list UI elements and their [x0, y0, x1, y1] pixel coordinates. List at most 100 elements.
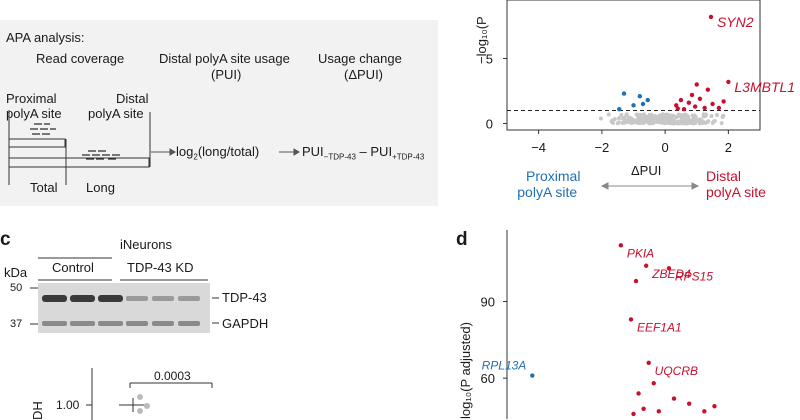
- sig-point: [621, 91, 627, 96]
- sig-point: [617, 107, 622, 112]
- gene-label: RPL13A: [482, 359, 527, 373]
- nonsig-point: [712, 119, 717, 124]
- sig-point: [633, 278, 639, 284]
- nonsig-point: [692, 115, 697, 120]
- y-tick-label: 0: [486, 117, 493, 132]
- nonsig-point: [641, 112, 646, 117]
- nonsig-point: [719, 121, 724, 126]
- sig-point: [656, 409, 661, 414]
- sig-point: [694, 82, 699, 87]
- volcano-xlabel: ΔPUI: [631, 163, 662, 178]
- nonsig-point: [624, 112, 629, 117]
- sig-point: [716, 105, 722, 111]
- sig-point: [666, 266, 672, 271]
- nonsig-point: [661, 112, 666, 117]
- nonsig-point: [706, 119, 711, 124]
- sig-point: [710, 101, 715, 107]
- x-tick-label: −4: [531, 140, 546, 155]
- distal-site-label-2: polyA site: [88, 106, 144, 121]
- sig-point: [692, 104, 698, 109]
- y-tick-label: 90: [481, 295, 495, 310]
- sig-point: [636, 391, 641, 396]
- western-blot: [30, 257, 219, 420]
- sig-point: [686, 100, 692, 105]
- nonsig-point: [643, 117, 648, 122]
- sig-point: [651, 381, 656, 386]
- sig-point: [726, 79, 731, 85]
- y-tick-label: 60: [481, 371, 495, 386]
- control-label: Control: [52, 260, 94, 275]
- gene-label: UQCRB: [655, 364, 698, 378]
- nonsig-point: [598, 116, 603, 121]
- sig-point: [631, 411, 636, 417]
- nonsig-point: [631, 120, 636, 125]
- sig-point: [705, 87, 711, 92]
- apa-title: APA analysis:: [6, 30, 85, 45]
- sig-point: [530, 373, 535, 378]
- nonsig-point: [615, 121, 620, 126]
- nonsig-point: [674, 115, 679, 120]
- nonsig-point: [636, 112, 641, 117]
- sig-point: [628, 317, 634, 322]
- nonsig-point: [664, 112, 669, 117]
- quant-ytick-1: 1.00: [56, 398, 80, 412]
- proximal-site-label-2: polyA site: [6, 106, 62, 121]
- nonsig-point: [677, 114, 682, 119]
- quant-ylabel: DH: [30, 401, 45, 420]
- formula-log: log2(long/total): [176, 144, 260, 162]
- sig-point: [702, 105, 707, 111]
- marker-37: 37: [10, 318, 23, 330]
- sig-point: [675, 106, 680, 111]
- nonsig-point: [621, 120, 626, 125]
- sig-point: [643, 263, 649, 268]
- read-coverage-label: Read coverage: [36, 51, 125, 66]
- sig-point: [641, 406, 646, 411]
- usage-change-label: Usage change: [318, 51, 402, 66]
- panel-d-letter: d: [456, 229, 468, 250]
- nonsig-point: [667, 117, 672, 122]
- sig-point: [686, 401, 692, 406]
- nonsig-point: [647, 113, 652, 118]
- sig-point: [708, 14, 714, 20]
- nonsig-point: [709, 114, 714, 119]
- nonsig-point: [701, 112, 706, 117]
- gene-label: PKIA: [627, 246, 654, 260]
- nonsig-point: [685, 115, 690, 120]
- panel-c-letter: c: [0, 229, 11, 250]
- nonsig-point: [660, 120, 665, 125]
- sig-point: [721, 99, 726, 104]
- sig-point: [637, 94, 643, 99]
- gene-label: SYN2: [717, 14, 754, 30]
- nonsig-point: [697, 121, 702, 126]
- nonsig-point: [638, 120, 643, 125]
- gene-label: RPS15: [675, 269, 713, 283]
- nonsig-point: [619, 113, 624, 118]
- nonsig-point: [609, 119, 614, 124]
- total-label: Total: [30, 180, 58, 195]
- nonsig-point: [720, 115, 725, 120]
- kd-label: TDP-43 KD: [127, 260, 194, 275]
- long-label: Long: [86, 180, 115, 195]
- nonsig-point: [681, 113, 686, 118]
- nonsig-point: [694, 118, 699, 123]
- nonsig-point: [627, 117, 632, 122]
- kda-label: kDa: [4, 265, 28, 280]
- delta-pui-label: (ΔPUI): [344, 67, 384, 82]
- distal-usage-label: Distal polyA site usage: [159, 51, 290, 66]
- pui-label: (PUI): [211, 67, 242, 82]
- sig-point: [702, 409, 707, 414]
- nonsig-point: [676, 121, 681, 126]
- x-tick-label: 2: [725, 140, 732, 155]
- nonsig-point: [697, 117, 702, 122]
- distal-site-label-1: Distal: [116, 91, 149, 106]
- gene-model-diagram: [8, 110, 300, 185]
- gene-label: ZBED4: [651, 267, 691, 281]
- gene-label: EEF1A1: [637, 320, 682, 334]
- y-tick-label: 5: [486, 52, 493, 67]
- tdp43-band-label: TDP-43: [222, 290, 267, 305]
- sig-point: [689, 92, 695, 98]
- nonsig-point: [606, 112, 611, 117]
- nonsig-point: [690, 119, 695, 124]
- sig-point: [673, 103, 679, 108]
